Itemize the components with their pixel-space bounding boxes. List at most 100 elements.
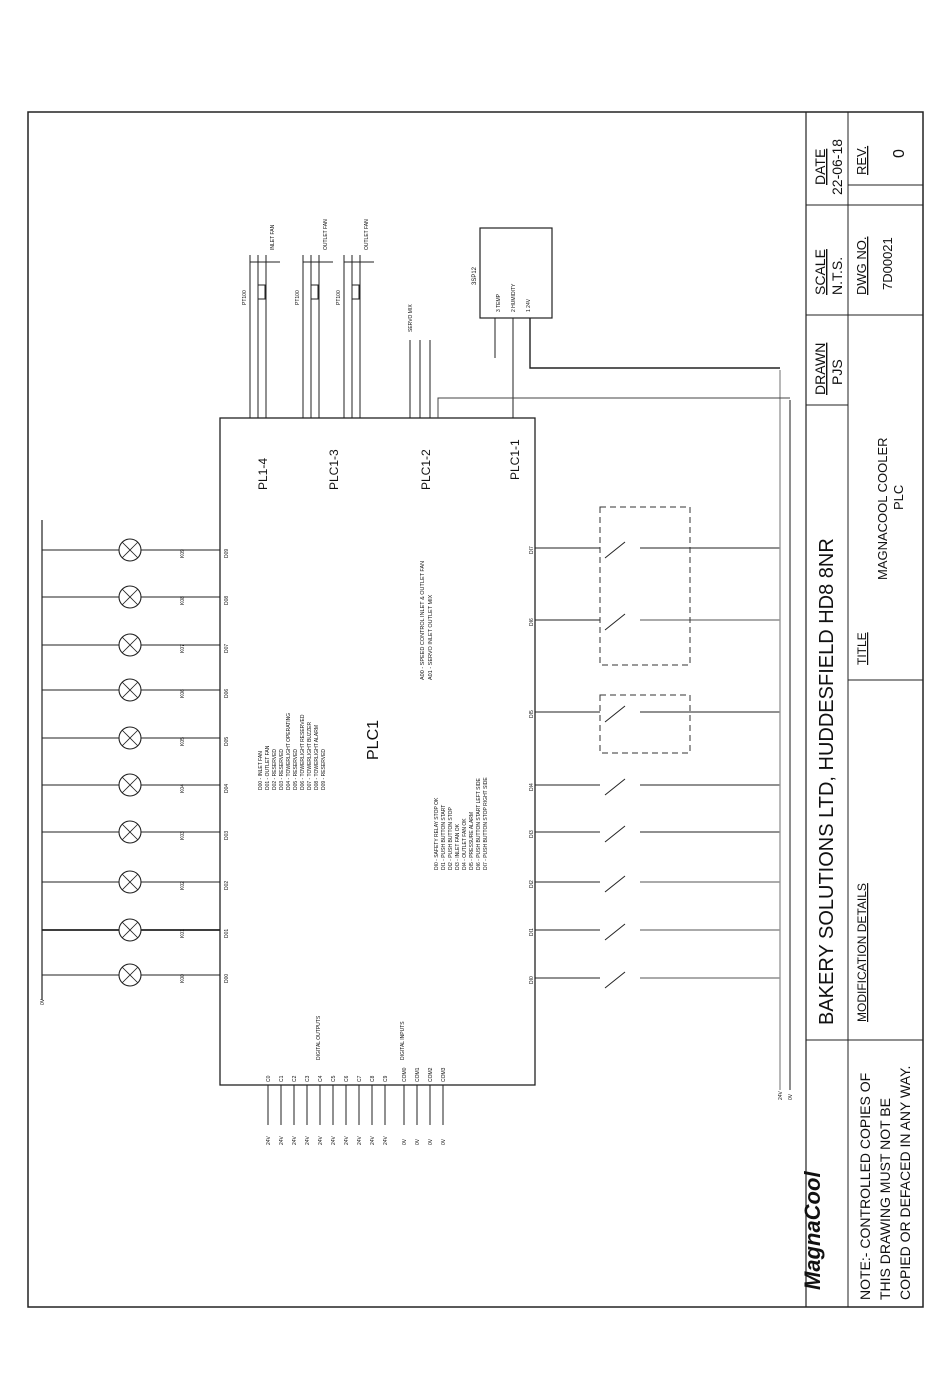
pt100-sensor-icon [310,284,319,300]
drawn-label: DRAWN [812,343,828,395]
input-legend-line: DI5 - PRESSURE ALARM [469,812,475,870]
drawing-title-line2: PLC [891,485,906,510]
sheet-border [27,111,924,1308]
common-terminal-label: COM2 [428,1067,434,1082]
output-legend-line: D04 - TOWERLIGHT OPERATING [286,713,292,790]
output-terminal-label: D00 [224,974,230,983]
common-terminal-label: COM3 [441,1067,447,1082]
output-legend-line: D09 - RESERVED [321,749,327,790]
modification-label: MODIFICATION DETAILS [855,883,869,1022]
pt100-sensor-icon [257,284,266,300]
lamp-cross [121,541,139,559]
common-supply-label: 0V [441,1138,447,1145]
servo-label: SERVO MIX [408,304,414,332]
input-legend-line: DI0 - SAFETY RELAY STOP OK [434,797,440,870]
output-terminal-label: D01 [224,929,230,938]
common-supply-label: 24V [344,1135,350,1145]
input-legend-line: DI4 - OUTLET FAN OK [462,818,468,870]
common-supply-label: 24V [266,1135,272,1145]
common-terminal-label: C2 [292,1075,298,1082]
output-legend-line: D08 - TOWERLIGHT ALARM [314,725,320,790]
rail-0v-label: 0V [788,1093,794,1100]
lamp-wire-label: K05 [180,737,186,746]
common-terminal-label: C6 [344,1075,350,1082]
fan-label: OUTLET FAN [364,219,370,250]
pt100-label: PT100 [295,290,301,305]
input-contact [604,613,626,631]
common-terminal-label: C7 [357,1075,363,1082]
common-terminals: C024VC124VC224VC324VC424VC524VC624VC724V… [266,1067,447,1145]
lamp-wire-label: K03 [180,831,186,840]
servo-mix-wiring: SERVO MIX [408,304,431,418]
output-terminal-label: D06 [224,689,230,698]
plc-analog-common-wire [437,397,790,418]
input-contact [604,541,626,559]
scale-label: SCALE [812,249,828,295]
digital-outputs-label: DIGITAL OUTPUTS [316,1015,322,1060]
lamp-wire-label: K00 [180,974,186,983]
output-legend-line: D06 - TOWERLIGHT RESERVED [300,714,306,790]
sensor-box [479,227,553,319]
analog-note-1: A00 - SPEED CONTROL INLET & OUTLET FAN [420,561,426,680]
date-label: DATE [812,149,828,185]
relay-box-1 [599,506,691,666]
common-terminal-label: COM1 [415,1067,421,1082]
drawn-value: PJS [829,359,845,385]
input-legend-line: DI2 - PUSH BUTTON STOP [448,806,454,870]
zero-volt-rail-label: 0V [40,998,46,1005]
input-terminal-label: DI2 [529,880,535,888]
output-terminal-label: D05 [224,737,230,746]
rev-label: REV. [854,146,869,175]
common-supply-label: 24V [357,1135,363,1145]
drawing-title-line1: MAGNACOOL COOLER [875,437,890,580]
common-supply-label: 24V [292,1135,298,1145]
company-address: BAKERY SOLUTIONS LTD, HUDDESFIELD HD8 8N… [816,538,838,1025]
common-supply-label: 0V [402,1138,408,1145]
sensor-pin-humidity: 2 HUMIDITY [511,283,517,312]
rail-24v-label: 24V [778,1090,784,1100]
common-terminal-label: C5 [331,1075,337,1082]
input-contact [604,705,626,723]
lamp-cross [121,588,139,606]
common-terminal-label: C4 [318,1075,324,1082]
common-supply-label: 0V [415,1138,421,1145]
analog-note-2: A01 - SERVO INLET OUTLET MIX [428,594,434,680]
input-legend-line: DI1 - PUSH BUTTON START [441,805,447,870]
output-terminal-label: D03 [224,831,230,840]
plc-body [219,417,536,1086]
common-supply-label: 24V [331,1135,337,1145]
lamp-wire-label: K08 [180,596,186,605]
lamp-wire-label: K01 [180,929,186,938]
common-supply-label: 24V [305,1135,311,1145]
relay-box-2 [599,694,691,754]
input-contact [604,971,626,989]
input-contact [604,875,626,893]
lamp-cross [121,681,139,699]
input-terminal-label: DI5 [529,710,535,718]
fan-label: OUTLET FAN [323,219,329,250]
lamp-cross [121,966,139,984]
output-legend-line: D07 - TOWERLIGHT BUZZER [307,722,313,790]
lamp-wire-label: K07 [180,644,186,653]
input-legend-line: DI7 - PUSH BUTTON STOP RIGHT SIDE [483,777,489,870]
common-supply-label: 24V [370,1135,376,1145]
digital-inputs-label: DIGITAL INPUTS [400,1021,406,1060]
input-terminal-label: DI1 [529,928,535,936]
input-terminal-label: DI4 [529,783,535,791]
output-legend-line: D03 - RESERVED [279,749,285,790]
common-terminal-label: C3 [305,1075,311,1082]
lamp-cross [121,921,139,939]
lamp-wire-label: K06 [180,689,186,698]
input-terminal-label: DI0 [529,976,535,984]
common-supply-label: 24V [318,1135,324,1145]
lamp-wire-label: K02 [180,881,186,890]
input-terminal-label: DI7 [529,546,535,554]
input-terminal-label: DI6 [529,618,535,626]
date-value: 22-06-18 [829,139,845,195]
common-terminal-label: C9 [383,1075,389,1082]
sensor-pin-temp: 3 TEMP [496,293,502,312]
common-terminal-label: C0 [266,1075,272,1082]
pt100-label: PT100 [336,290,342,305]
